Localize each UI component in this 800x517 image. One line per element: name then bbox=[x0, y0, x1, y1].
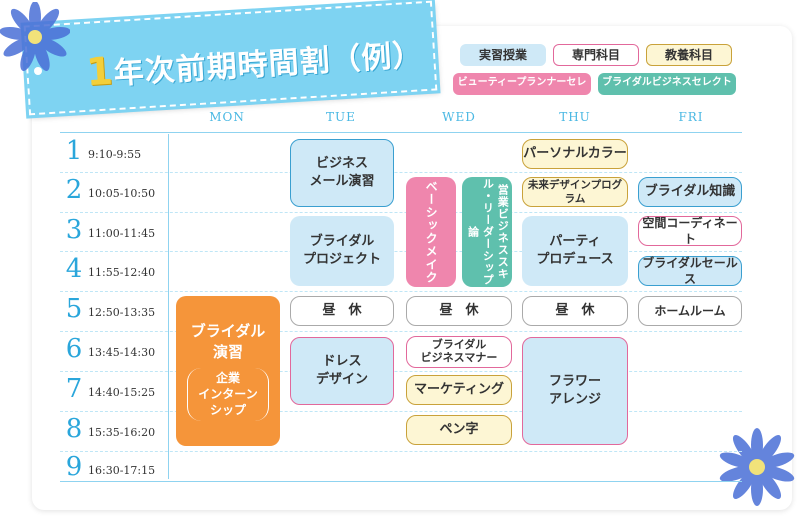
class-wed-lunch: 昼 休 bbox=[406, 296, 512, 326]
grid-line bbox=[60, 451, 742, 452]
period-number: 5 bbox=[65, 294, 83, 324]
class-wed-marketing: マーケティング bbox=[406, 375, 512, 405]
day-header-tue: TUE bbox=[326, 110, 356, 124]
period-time: 14:40-15:25 bbox=[88, 386, 156, 399]
period-number: 2 bbox=[65, 175, 83, 205]
class-thu-personal-color: パーソナルカラー bbox=[522, 139, 628, 169]
grid-line bbox=[60, 172, 742, 173]
period-number: 9 bbox=[65, 452, 83, 482]
period-time: 11:00-11:45 bbox=[88, 227, 156, 240]
grid-line bbox=[60, 212, 742, 213]
pin-icon bbox=[34, 67, 42, 75]
class-fri-space-coordinate: 空間コーディネート bbox=[638, 216, 742, 246]
legend-kyoyo: 教養科目 bbox=[646, 44, 732, 66]
day-header-mon: MON bbox=[209, 110, 245, 124]
grid-line bbox=[60, 291, 742, 292]
class-subtitle: 企業 インターン シップ bbox=[187, 367, 269, 421]
period-time: 12:50-13:35 bbox=[88, 306, 156, 319]
period-number: 3 bbox=[65, 215, 83, 245]
grid-line bbox=[60, 411, 742, 412]
grid-line bbox=[168, 134, 169, 479]
flower-icon bbox=[0, 2, 70, 71]
grid-line bbox=[60, 251, 742, 252]
class-tue-lunch: 昼 休 bbox=[290, 296, 394, 326]
period-number: 8 bbox=[65, 414, 83, 444]
period-number: 6 bbox=[65, 334, 83, 364]
period-time: 15:35-16:20 bbox=[88, 426, 156, 439]
class-fri-homeroom: ホームルーム bbox=[638, 296, 742, 326]
class-wed-business-manner: ブライダル ビジネスマナー bbox=[406, 336, 512, 368]
class-tue-business-mail: ビジネス メール演習 bbox=[290, 139, 394, 207]
flower-icon bbox=[719, 428, 795, 506]
grid-line bbox=[60, 371, 742, 372]
grid-line bbox=[60, 331, 742, 332]
class-thu-party-produce: パーティ プロデュース bbox=[522, 216, 628, 286]
class-thu-flower-arrange: フラワー アレンジ bbox=[522, 337, 628, 445]
period-time: 9:10-9:55 bbox=[88, 148, 142, 161]
class-thu-future-design: 未来デザインプログラム bbox=[522, 177, 628, 207]
class-fri-bridal-sales: ブライダルセールス bbox=[638, 256, 742, 286]
legend-bridal-business: ブライダルビジネスセレクト bbox=[598, 73, 736, 95]
period-time: 11:55-12:40 bbox=[88, 266, 156, 279]
class-wed-pen: ペン字 bbox=[406, 415, 512, 445]
legend-beauty-planner: ビューティープランナーセレクト bbox=[453, 73, 591, 108]
period-number: 4 bbox=[65, 254, 83, 284]
day-header-thu: THU bbox=[559, 110, 591, 124]
grid-line bbox=[60, 481, 742, 482]
class-fri-bridal-knowledge: ブライダル知識 bbox=[638, 177, 742, 207]
class-wed-leadership: 営業ビジネススキル・リーダーシップ論 bbox=[462, 177, 512, 287]
period-time: 10:05-10:50 bbox=[88, 187, 156, 200]
day-header-fri: FRI bbox=[678, 110, 704, 124]
class-mon-bridal-seminar: ブライダル 演習 企業 インターン シップ bbox=[176, 296, 280, 446]
legend-jisshu: 実習授業 bbox=[460, 44, 546, 66]
grid-line bbox=[60, 132, 742, 133]
legend-senmon: 専門科目 bbox=[553, 44, 639, 66]
period-number: 1 bbox=[65, 136, 83, 166]
day-header-wed: WED bbox=[442, 110, 476, 124]
period-number: 7 bbox=[65, 374, 83, 404]
period-time: 16:30-17:15 bbox=[88, 464, 156, 477]
class-thu-lunch: 昼 休 bbox=[522, 296, 628, 326]
class-tue-bridal-project: ブライダル プロジェクト bbox=[290, 216, 394, 286]
period-time: 13:45-14:30 bbox=[88, 346, 156, 359]
class-wed-basic-make: ベーシックメイク bbox=[406, 177, 456, 287]
class-tue-dress-design: ドレス デザイン bbox=[290, 337, 394, 405]
class-title: ブライダル 演習 bbox=[190, 322, 266, 361]
